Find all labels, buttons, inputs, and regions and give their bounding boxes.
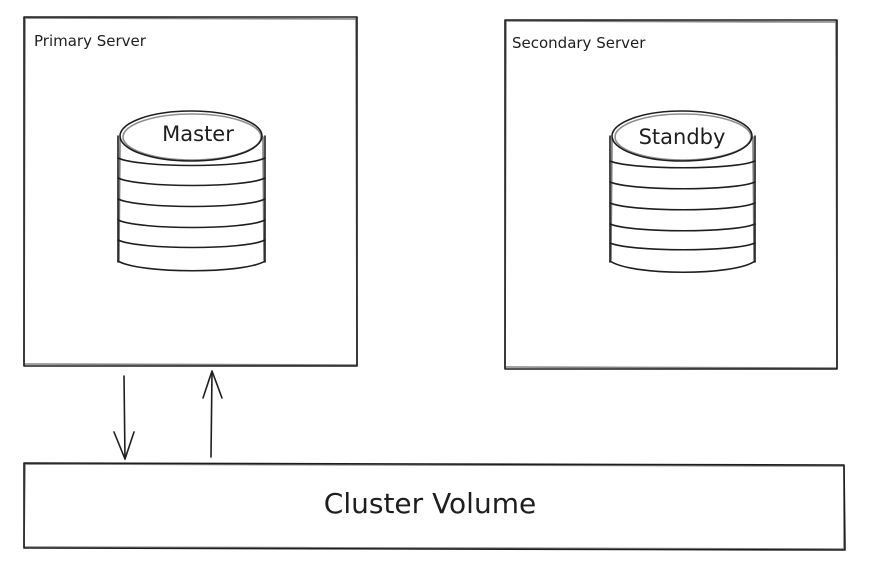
up-arrow-icon <box>202 370 223 458</box>
standby-database-icon: Standby <box>609 110 756 273</box>
cluster-volume-box[interactable]: Cluster Volume <box>23 462 846 551</box>
secondary-server-box[interactable]: Secondary Server <box>504 19 838 370</box>
down-arrow-icon <box>113 375 135 460</box>
standby-database-label: Standby <box>639 125 726 149</box>
cluster-volume-label: Cluster Volume <box>324 487 536 520</box>
primary-server-label: Primary Server <box>34 32 147 50</box>
master-database-label: Master <box>162 122 234 146</box>
secondary-server-label: Secondary Server <box>512 34 646 52</box>
primary-server-box[interactable]: Primary Server <box>23 16 358 367</box>
master-database-icon: Master <box>117 110 266 272</box>
